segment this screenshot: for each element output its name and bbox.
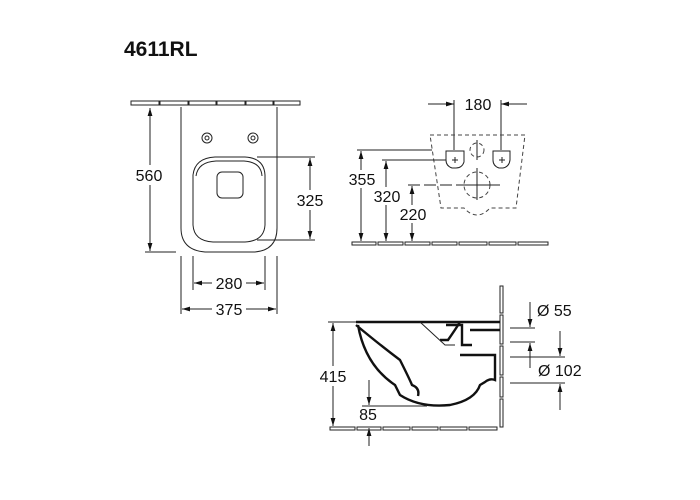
dim-560: 560 <box>136 168 163 185</box>
dim-180: 180 <box>465 97 492 114</box>
bowl-rear-outline <box>429 134 526 216</box>
seat-outline <box>192 156 266 243</box>
dim-375: 375 <box>216 302 243 319</box>
dim-320: 320 <box>374 189 401 206</box>
floor-bar <box>351 241 549 246</box>
top-view: 560 325 280 375 <box>130 100 327 319</box>
fixing-bracket-right <box>492 150 511 169</box>
seat-lid-handle <box>216 171 244 199</box>
side-view: 415 85 Ø 55 Ø 102 <box>316 285 582 446</box>
model-number: 4611RL <box>124 38 198 61</box>
bolt-icon <box>201 132 213 144</box>
dim-355: 355 <box>349 172 376 189</box>
dim-85: 85 <box>359 407 377 424</box>
dim-280: 280 <box>216 276 243 293</box>
dim-outlet-diameter: Ø 102 <box>538 363 582 380</box>
rear-view: 180 355 320 220 <box>344 97 549 246</box>
floor-bar <box>329 426 498 431</box>
dim-415: 415 <box>320 369 347 386</box>
bowl-side-profile <box>355 320 500 407</box>
dim-325: 325 <box>297 193 324 210</box>
wall-bar <box>130 100 301 106</box>
wall <box>499 285 504 428</box>
bowl-outline <box>180 107 278 253</box>
fixing-bracket-left <box>445 150 465 169</box>
bolt-icon <box>247 132 259 144</box>
dim-inlet-diameter: Ø 55 <box>537 303 572 320</box>
dim-220: 220 <box>400 207 427 224</box>
